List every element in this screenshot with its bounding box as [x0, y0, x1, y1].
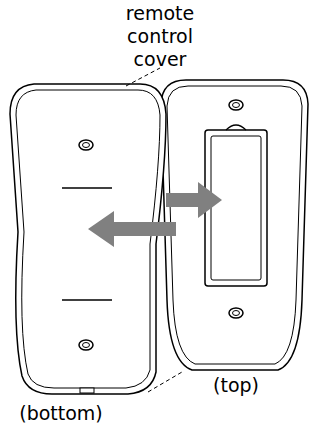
direction-arrow [88, 182, 222, 247]
view-label: (top) [196, 374, 276, 397]
part-label: remote control cover [100, 2, 220, 71]
remote-cover [10, 84, 166, 394]
view-label: (bottom) [6, 402, 116, 425]
remote-back [161, 80, 308, 370]
